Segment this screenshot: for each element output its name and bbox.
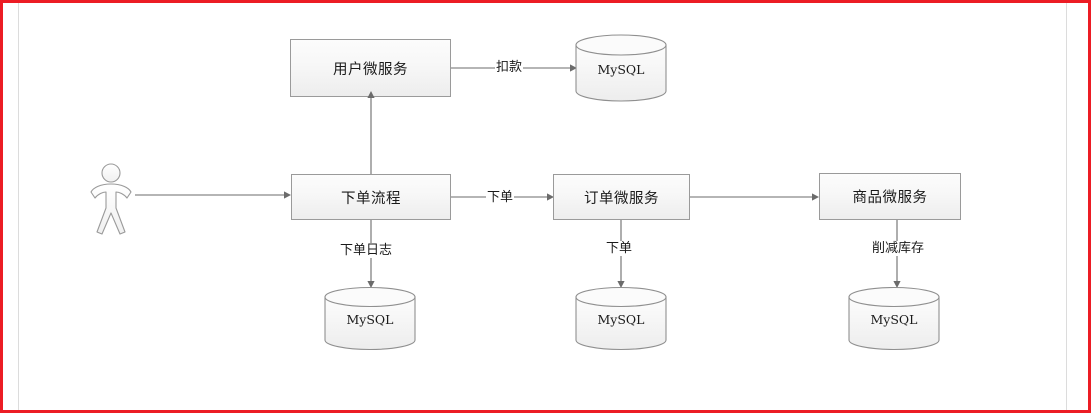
node-user-service[interactable]: 用户微服务 [290,39,451,97]
database-order-label: MySQL [597,312,645,327]
connector-order-service-to-product-service[interactable] [690,191,819,203]
page-guide-line-right [1066,3,1067,410]
node-user-service-label: 用户微服务 [333,61,408,78]
connector-order-flow-to-user-service[interactable] [365,91,377,175]
node-product-service[interactable]: 商品微服务 [819,173,961,220]
node-product-service-label: 商品微服务 [852,190,928,206]
node-order-service[interactable]: 订单微服务 [553,174,690,220]
database-order-log-label: MySQL [346,312,394,327]
actor-figure[interactable] [87,163,135,235]
diagram-canvas[interactable]: 用户微服务 扣款 MySQL [3,3,1088,410]
database-order-log[interactable]: MySQL [324,286,416,351]
edge-label-place-order-2: 下单 [605,241,634,256]
edge-label-place-order-1: 下单 [486,190,515,205]
edge-label-deduct-payment: 扣款 [495,60,524,75]
database-user-label: MySQL [597,62,645,77]
database-product[interactable]: MySQL [848,286,940,351]
database-user[interactable]: MySQL [575,34,667,102]
page-guide-line-left [18,3,19,410]
edge-label-reduce-stock: 削减库存 [871,241,926,256]
connector-actor-to-order-flow[interactable] [135,189,291,201]
node-order-service-label: 订单微服务 [584,190,659,207]
database-product-label: MySQL [870,312,918,327]
database-order[interactable]: MySQL [575,286,667,351]
edge-label-order-log: 下单日志 [339,243,394,258]
node-order-flow-label: 下单流程 [341,190,401,207]
node-order-flow[interactable]: 下单流程 [291,174,451,220]
